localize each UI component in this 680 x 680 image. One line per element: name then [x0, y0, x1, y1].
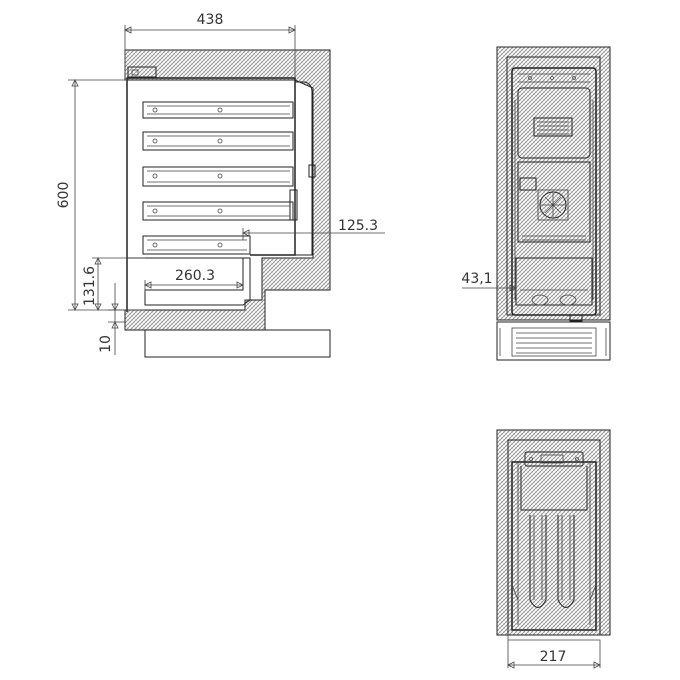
top-cabinet-body	[511, 461, 597, 631]
side-top-bracket-inner	[131, 69, 139, 76]
shelf	[142, 166, 294, 187]
front-top-screws	[528, 76, 576, 80]
shelf	[142, 131, 294, 151]
top-hinge-plate	[524, 451, 584, 467]
top-section-view: 217	[496, 429, 611, 669]
side-door-profile	[295, 81, 313, 256]
shelf	[142, 101, 294, 119]
front-display-vent	[533, 117, 573, 137]
dim-plinth-height: 10	[98, 335, 114, 353]
side-dimensions: 438 600 125.3 260.3 131.6 10	[56, 12, 385, 355]
shelf	[142, 201, 294, 221]
top-cavity-wall	[496, 429, 611, 636]
front-kick-plate	[496, 321, 611, 361]
side-door-handle	[308, 164, 316, 178]
front-fan-icon	[539, 191, 567, 219]
front-view: 43,1	[461, 46, 611, 361]
front-fan-control	[519, 177, 537, 191]
dim-bottom-recess-depth: 260.3	[175, 268, 215, 284]
front-bottles	[531, 294, 577, 306]
front-fan-section	[517, 161, 591, 243]
dim-door-offset: 125.3	[338, 218, 378, 234]
side-plinth-box	[144, 329, 331, 358]
side-top-bracket	[127, 66, 157, 78]
side-cavity-wall	[124, 49, 331, 331]
top-cavity-opening	[507, 439, 601, 636]
side-cabinet-body	[126, 77, 296, 312]
front-lock	[569, 314, 583, 322]
side-bottom-compartment	[127, 257, 251, 306]
side-shelves	[142, 101, 294, 255]
shelf	[142, 235, 251, 255]
front-cabinet-body	[511, 67, 597, 316]
dim-overall-depth: 438	[197, 12, 224, 28]
dim-front-recess: 43,1	[461, 271, 492, 287]
side-section-view: 438 600 125.3 260.3 131.6 10	[56, 12, 385, 358]
dim-bottom-recess-height: 131.6	[82, 266, 98, 306]
front-kick-vent	[511, 327, 597, 357]
dim-inner-width: 217	[540, 649, 567, 665]
top-rails	[529, 515, 575, 608]
dim-overall-height: 600	[56, 182, 72, 209]
front-control-panel	[517, 87, 591, 159]
